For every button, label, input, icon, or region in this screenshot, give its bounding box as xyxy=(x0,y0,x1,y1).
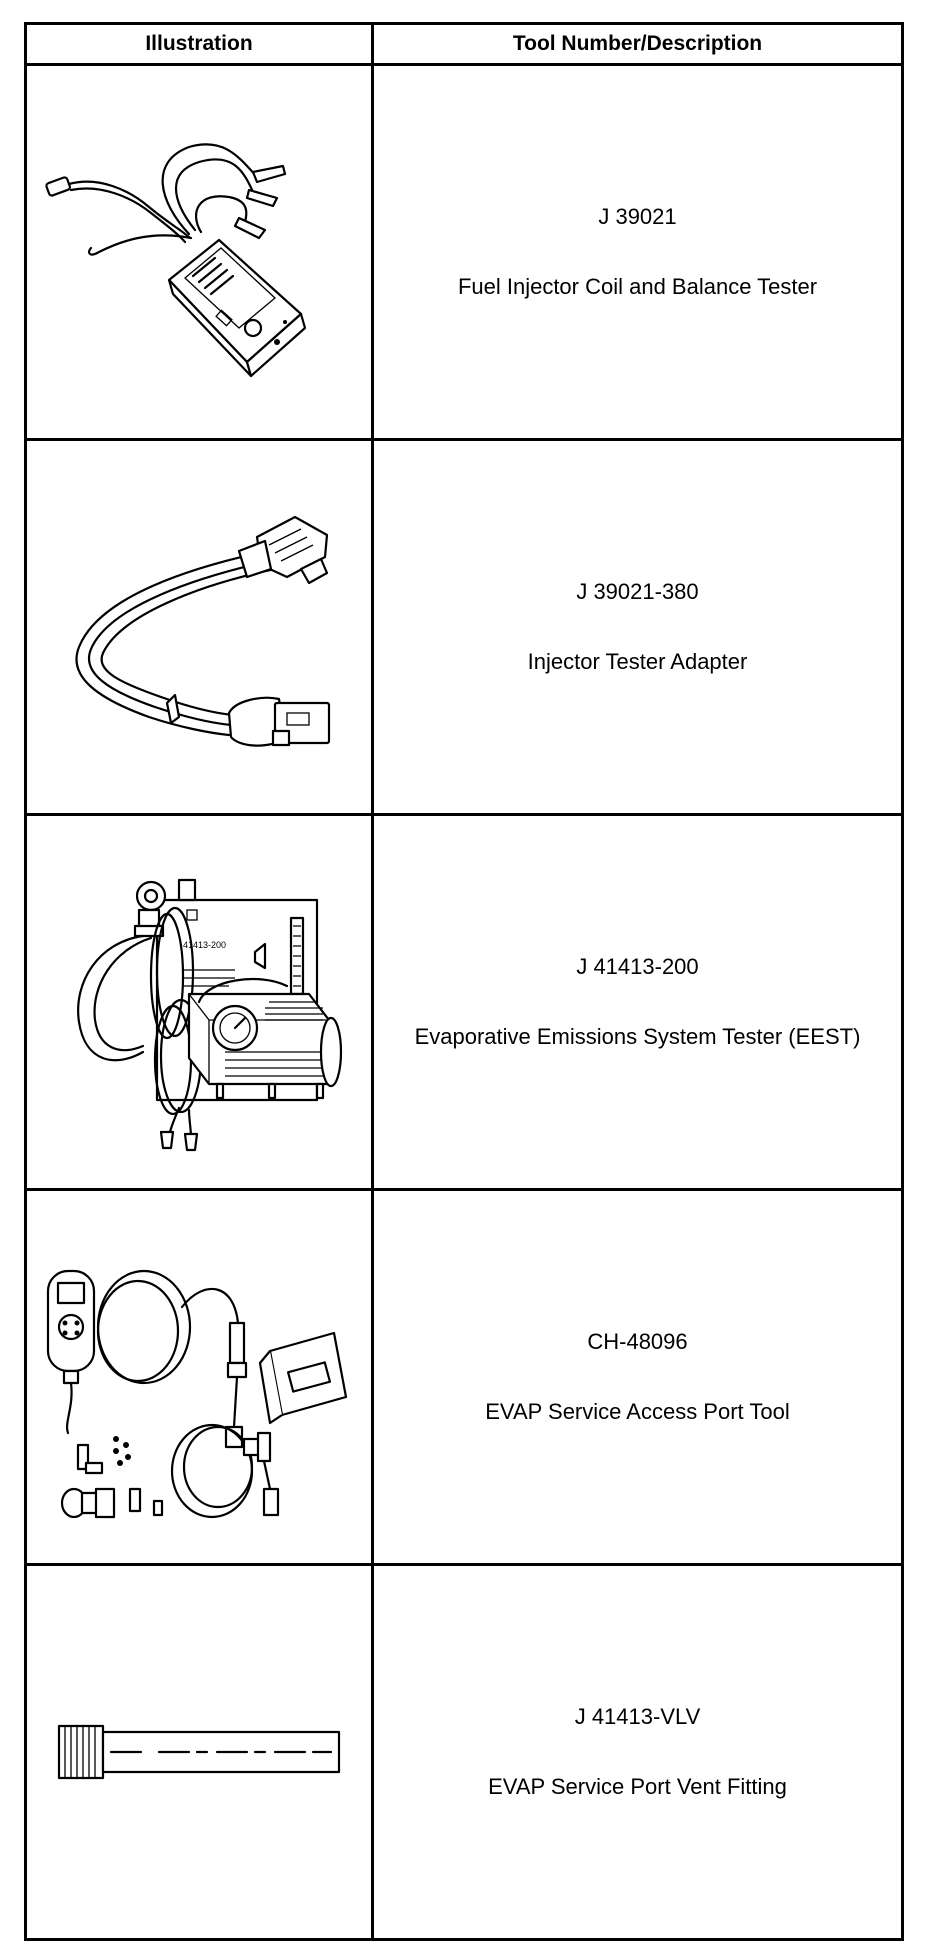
tool-table: Illustration Tool Number/Description xyxy=(24,22,904,1941)
tool-number: J 39021 xyxy=(598,204,677,229)
description-cell: J 41413-VLV EVAP Service Port Vent Fitti… xyxy=(371,1563,904,1941)
table-row: J 41413-VLV EVAP Service Port Vent Fitti… xyxy=(24,1563,904,1941)
tool-number: J 39021-380 xyxy=(576,579,699,604)
device-model-label: 41413-200 xyxy=(183,940,226,950)
illustration-cell xyxy=(24,63,374,441)
tool-description: Fuel Injector Coil and Balance Tester xyxy=(457,274,818,299)
header-row: Illustration Tool Number/Description xyxy=(24,22,904,66)
tool-number: J 41413-VLV xyxy=(574,1704,701,1729)
description-cell: J 41413-200 Evaporative Emissions System… xyxy=(371,813,904,1191)
evap-tester-icon: 41413-200 xyxy=(77,878,343,1152)
tool-description: EVAP Service Access Port Tool xyxy=(485,1399,790,1424)
tester-adapter-harness-icon xyxy=(75,515,331,747)
description-cell: CH-48096 EVAP Service Access Port Tool xyxy=(371,1188,904,1566)
illustration-cell xyxy=(24,438,374,816)
tool-number: J 41413-200 xyxy=(576,954,699,979)
tool-description: EVAP Service Port Vent Fitting xyxy=(488,1774,787,1799)
illustration-header: Illustration xyxy=(24,22,374,66)
illustration-cell: 41413-200 xyxy=(24,813,374,1191)
tool-description: Evaporative Emissions System Tester (EES… xyxy=(414,1024,861,1049)
description-cell: J 39021-380 Injector Tester Adapter xyxy=(371,438,904,816)
access-port-tool-kit-icon xyxy=(46,1269,348,1519)
table-row: J 39021-380 Injector Tester Adapter xyxy=(24,438,904,816)
tool-header: Tool Number/Description xyxy=(371,22,904,66)
vent-fitting-icon xyxy=(57,1724,341,1780)
table-row: J 39021 Fuel Injector Coil and Balance T… xyxy=(24,63,904,441)
description-cell: J 39021 Fuel Injector Coil and Balance T… xyxy=(371,63,904,441)
illustration-cell xyxy=(24,1188,374,1566)
tool-number: CH-48096 xyxy=(587,1329,688,1354)
table-row: CH-48096 EVAP Service Access Port Tool xyxy=(24,1188,904,1566)
table-row: 41413-200 xyxy=(24,813,904,1191)
illustration-cell xyxy=(24,1563,374,1941)
tool-description: Injector Tester Adapter xyxy=(527,649,748,674)
injector-tester-icon xyxy=(45,143,307,378)
